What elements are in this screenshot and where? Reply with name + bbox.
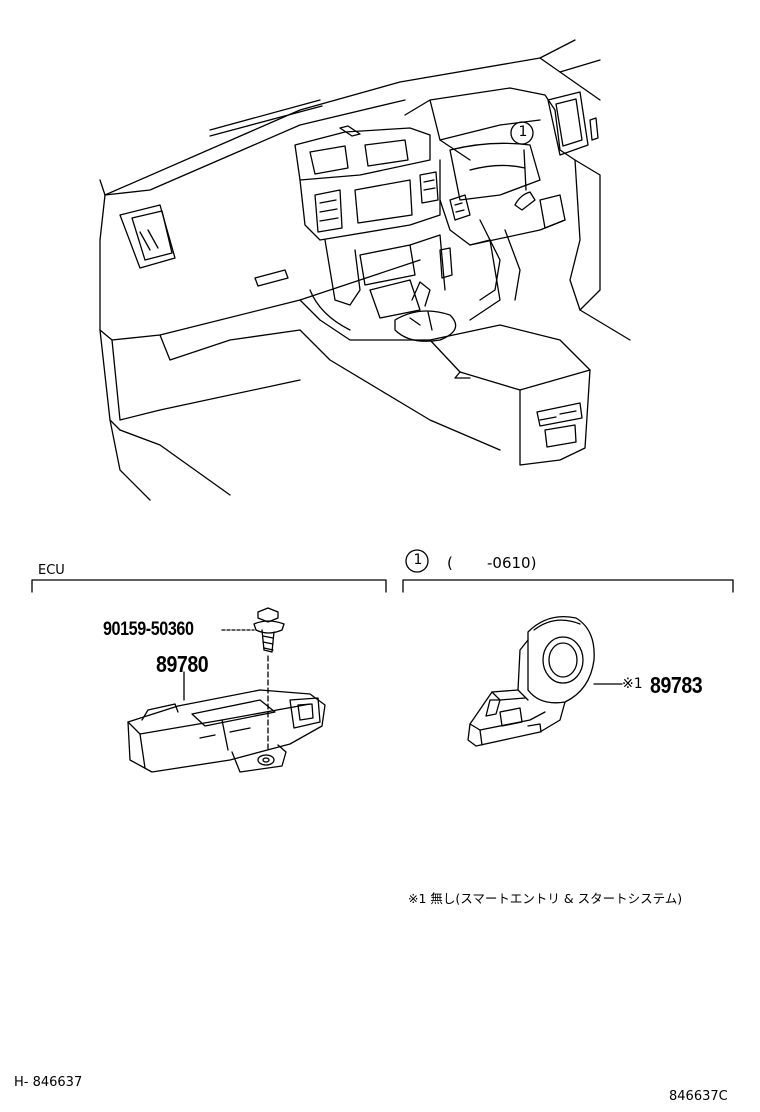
ecu-section-title: ECU (38, 563, 65, 578)
ecu-drawing (127, 671, 326, 773)
footnote: ※1 無し(スマートエントリ & スタートシステム) (408, 891, 683, 906)
part-number-bolt: 90159-50360 (103, 619, 194, 640)
footer-left-code: H- 846637 (14, 1075, 83, 1090)
part-note-prefix: ※1 (622, 676, 643, 692)
variant-marker-label: 1 (413, 552, 423, 568)
variant-range-value: -0610) (487, 554, 537, 572)
part-number-switch: 89783 (650, 672, 703, 698)
ecu-section-bracket (31, 579, 387, 593)
footer-right-code: 846637C (669, 1089, 728, 1104)
variant-range-open: ( (447, 554, 453, 572)
callout-marker-label: 1 (518, 124, 528, 140)
switch-drawing (467, 615, 623, 747)
bolt-drawing (221, 607, 285, 753)
callout-circle (510, 121, 534, 145)
variant-marker-circle (405, 549, 429, 573)
part-number-ecu: 89780 (156, 651, 209, 677)
dashboard-illustration (99, 39, 631, 501)
variant-section-bracket (402, 579, 734, 593)
